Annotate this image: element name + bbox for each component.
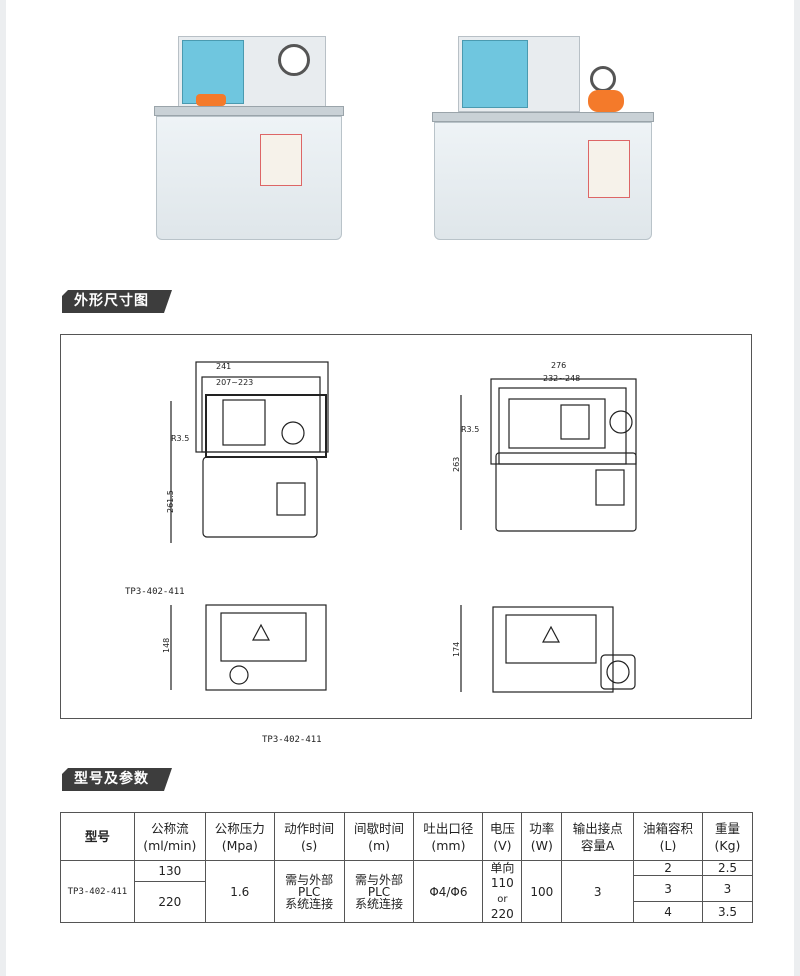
dim-width-inner-right: 232~248: [543, 374, 580, 383]
dim-height-left: 261.5: [166, 490, 175, 513]
table-header-row: 型号 公称流(ml/min) 公称压力(Mpa) 动作时间(s) 间歇时间(m)…: [60, 812, 754, 861]
dim-radius-left: R3.5: [171, 434, 189, 443]
dim-width-total-right: 276: [551, 361, 566, 370]
dim-height-right: 263: [452, 457, 461, 472]
cell-weight: 2.5: [701, 859, 754, 877]
front-view-left: 241 207~223 R3.5 261.5: [166, 361, 329, 543]
cell-contact: 3: [561, 860, 635, 923]
cell-weight: 3: [701, 875, 754, 903]
dim-depth-right: 174: [452, 642, 461, 657]
dim-depth-left: 148: [162, 638, 171, 653]
cell-model: TP3-402-411: [60, 860, 135, 923]
table-row: 3 3: [61, 875, 754, 903]
header-model: 型号: [60, 812, 135, 861]
header-contact: 输出接点容量A: [561, 812, 635, 861]
cell-tank: 3: [633, 875, 703, 903]
header-voltage: 电压(V): [482, 812, 523, 861]
header-outlet: 吐出口径(mm): [413, 812, 484, 861]
section-title-dimensions: 外形尺寸图: [62, 290, 172, 313]
cell-flow: 130: [133, 860, 206, 882]
top-view-right: 174: [452, 605, 636, 693]
drawing-caption: TP3-402-411: [262, 735, 322, 745]
top-view-model-label: TP3-402-411: [125, 587, 185, 597]
cell-outlet: Φ4/Φ6: [413, 860, 484, 923]
header-power: 功率(W): [521, 812, 563, 861]
header-flow: 公称流(ml/min): [133, 812, 206, 861]
product-photo-left: [150, 30, 350, 245]
top-view-left: 148: [162, 604, 327, 691]
dim-width-inner-left: 207~223: [216, 378, 253, 387]
header-action-time: 动作时间(s): [273, 812, 345, 861]
cell-tank: 4: [633, 901, 703, 923]
section-title-specs: 型号及参数: [62, 768, 172, 791]
header-tank: 油箱容积(L): [633, 812, 703, 861]
cell-pressure: 1.6: [204, 860, 275, 923]
front-view-right: 276 232~248 R3.5 263: [452, 361, 637, 532]
product-photo-right: [430, 30, 660, 245]
cell-power: 100: [521, 860, 563, 923]
dim-radius-right: R3.5: [461, 425, 479, 434]
table-row: 220: [61, 880, 753, 924]
spec-table: 型号 公称流(ml/min) 公称压力(Mpa) 动作时间(s) 间歇时间(m)…: [60, 812, 754, 924]
dim-width-total-left: 241: [216, 362, 231, 371]
cell-weight: 3.5: [701, 901, 754, 923]
dimension-drawing-box: 241 207~223 R3.5 261.5 276 232~248 R3.5 …: [60, 334, 752, 719]
page-edge-left: [0, 0, 6, 976]
header-pressure: 公称压力(Mpa): [204, 812, 275, 861]
cell-tank: 2: [633, 859, 703, 877]
cell-flow: 220: [133, 880, 206, 924]
header-weight: 重量(Kg): [701, 812, 754, 861]
page-edge-right: [794, 0, 800, 976]
dimension-drawings: 241 207~223 R3.5 261.5 276 232~248 R3.5 …: [162, 361, 637, 693]
table-row: 4 3.5: [61, 901, 754, 923]
header-interval-time: 间歇时间(m): [343, 812, 415, 861]
